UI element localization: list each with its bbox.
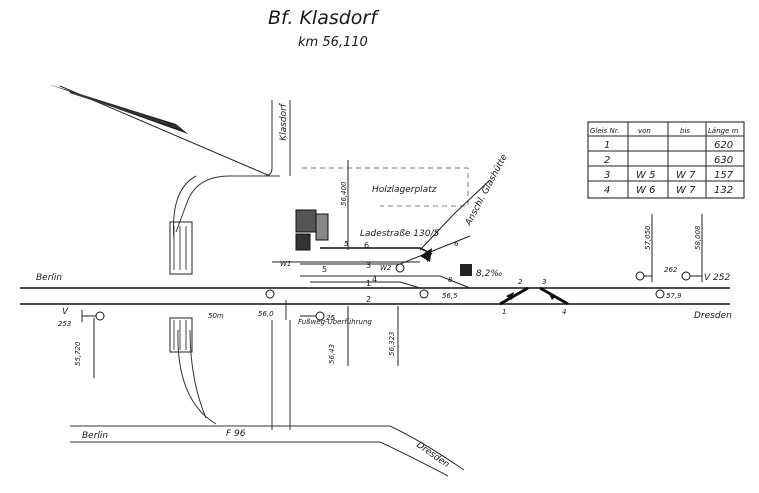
km-mark-0: 55,720 — [74, 341, 82, 366]
table-header-gleis: Gleis Nr. — [590, 127, 619, 135]
km-ticks — [93, 160, 703, 378]
switch-label-6: 6 — [454, 240, 459, 248]
table-cell: W 7 — [676, 170, 696, 181]
table-cell: 4 — [604, 185, 610, 196]
switch-label-2: 2 — [518, 278, 523, 286]
km-mark-4: 57,050 — [644, 225, 652, 250]
switch-label-5: 5 — [344, 240, 349, 248]
switch-label-8: 8 — [448, 276, 453, 284]
table-header-von: von — [638, 127, 651, 135]
km-mark-5: 58,008 — [694, 225, 702, 250]
label-klasdorf-road: Klasdorf — [279, 102, 289, 141]
signal-565: 56,5 — [442, 292, 458, 300]
label-bridge: 50m — [208, 312, 224, 320]
gradient-marker-icon — [460, 264, 472, 276]
table-cell: 157 — [714, 170, 734, 181]
switch-label-7: 7 — [426, 256, 431, 264]
signals — [81, 263, 703, 322]
bridge-piers — [169, 221, 193, 353]
table-cell: W 7 — [676, 185, 696, 196]
signal-v-west: V — [62, 307, 69, 317]
label-siding: Anschl. Glashütte — [463, 152, 510, 228]
siding-glashuette — [419, 179, 491, 251]
track-number-4: 4 — [372, 275, 377, 284]
track-number-5: 5 — [322, 265, 327, 274]
table-cell: 620 — [714, 140, 733, 151]
track-number-1: 1 — [366, 279, 371, 288]
switch-label-3: 3 — [542, 278, 546, 286]
table-cell: 3 — [604, 170, 610, 181]
label-footbridge: Fußweg-Überführung — [298, 317, 372, 326]
roads — [70, 100, 469, 477]
km-mark-2: 56,43 — [328, 344, 336, 364]
km-mark-3: 56,323 — [388, 332, 396, 357]
embankment-hatch — [48, 84, 271, 177]
table-header-bis: bis — [680, 127, 690, 135]
signal-v-west-num: 253 — [58, 320, 71, 328]
siding-track-3 — [300, 235, 471, 265]
signal-v-east-num: 262 — [664, 266, 678, 274]
label-dresden-road: Dresden — [414, 440, 451, 470]
table-cell: 2 — [604, 155, 610, 166]
signal-v-east: V 252 — [704, 273, 730, 283]
table-cell: 1 — [604, 140, 610, 151]
label-road-f96: F 96 — [226, 429, 246, 439]
track-length-table — [587, 121, 745, 199]
table-cell: 630 — [714, 155, 733, 166]
station-building — [295, 209, 329, 251]
table-cell: W 5 — [636, 170, 655, 181]
table-header-laenge: Länge m — [708, 127, 739, 135]
track-number-2: 2 — [366, 295, 371, 304]
switch-label-w1: W1 — [280, 260, 291, 268]
track-number-3: 3 — [366, 261, 371, 270]
km-mark-1: 56,400 — [340, 181, 348, 206]
label-timber-yard: Holzlagerplatz — [372, 185, 437, 195]
loading-track-5 — [320, 247, 433, 255]
station-title: Bf. Klasdorf — [268, 7, 380, 29]
label-dresden-track: Dresden — [694, 311, 732, 321]
track-4 — [310, 281, 421, 289]
switch-label-w2: W2 — [380, 264, 392, 272]
table-cell: 132 — [714, 185, 733, 196]
label-berlin-track: Berlin — [36, 273, 62, 283]
switch-label-4: 4 — [562, 308, 566, 316]
track-number-6: 6 — [364, 241, 369, 250]
crossovers — [420, 248, 569, 306]
gradient-value: 8,2‰ — [476, 269, 502, 279]
track-3-connection — [300, 275, 471, 289]
signal-a-west: 25 — [326, 314, 335, 322]
station-km: km 56,110 — [298, 35, 368, 50]
label-loading-road: Ladestraße 130/5 — [360, 229, 439, 239]
signal-560: 56,0 — [258, 310, 274, 318]
table-cell: W 6 — [636, 185, 655, 196]
switch-label-1: 1 — [502, 308, 506, 316]
signal-b-east: 57,9 — [666, 292, 682, 300]
label-berlin-road: Berlin — [82, 431, 108, 441]
